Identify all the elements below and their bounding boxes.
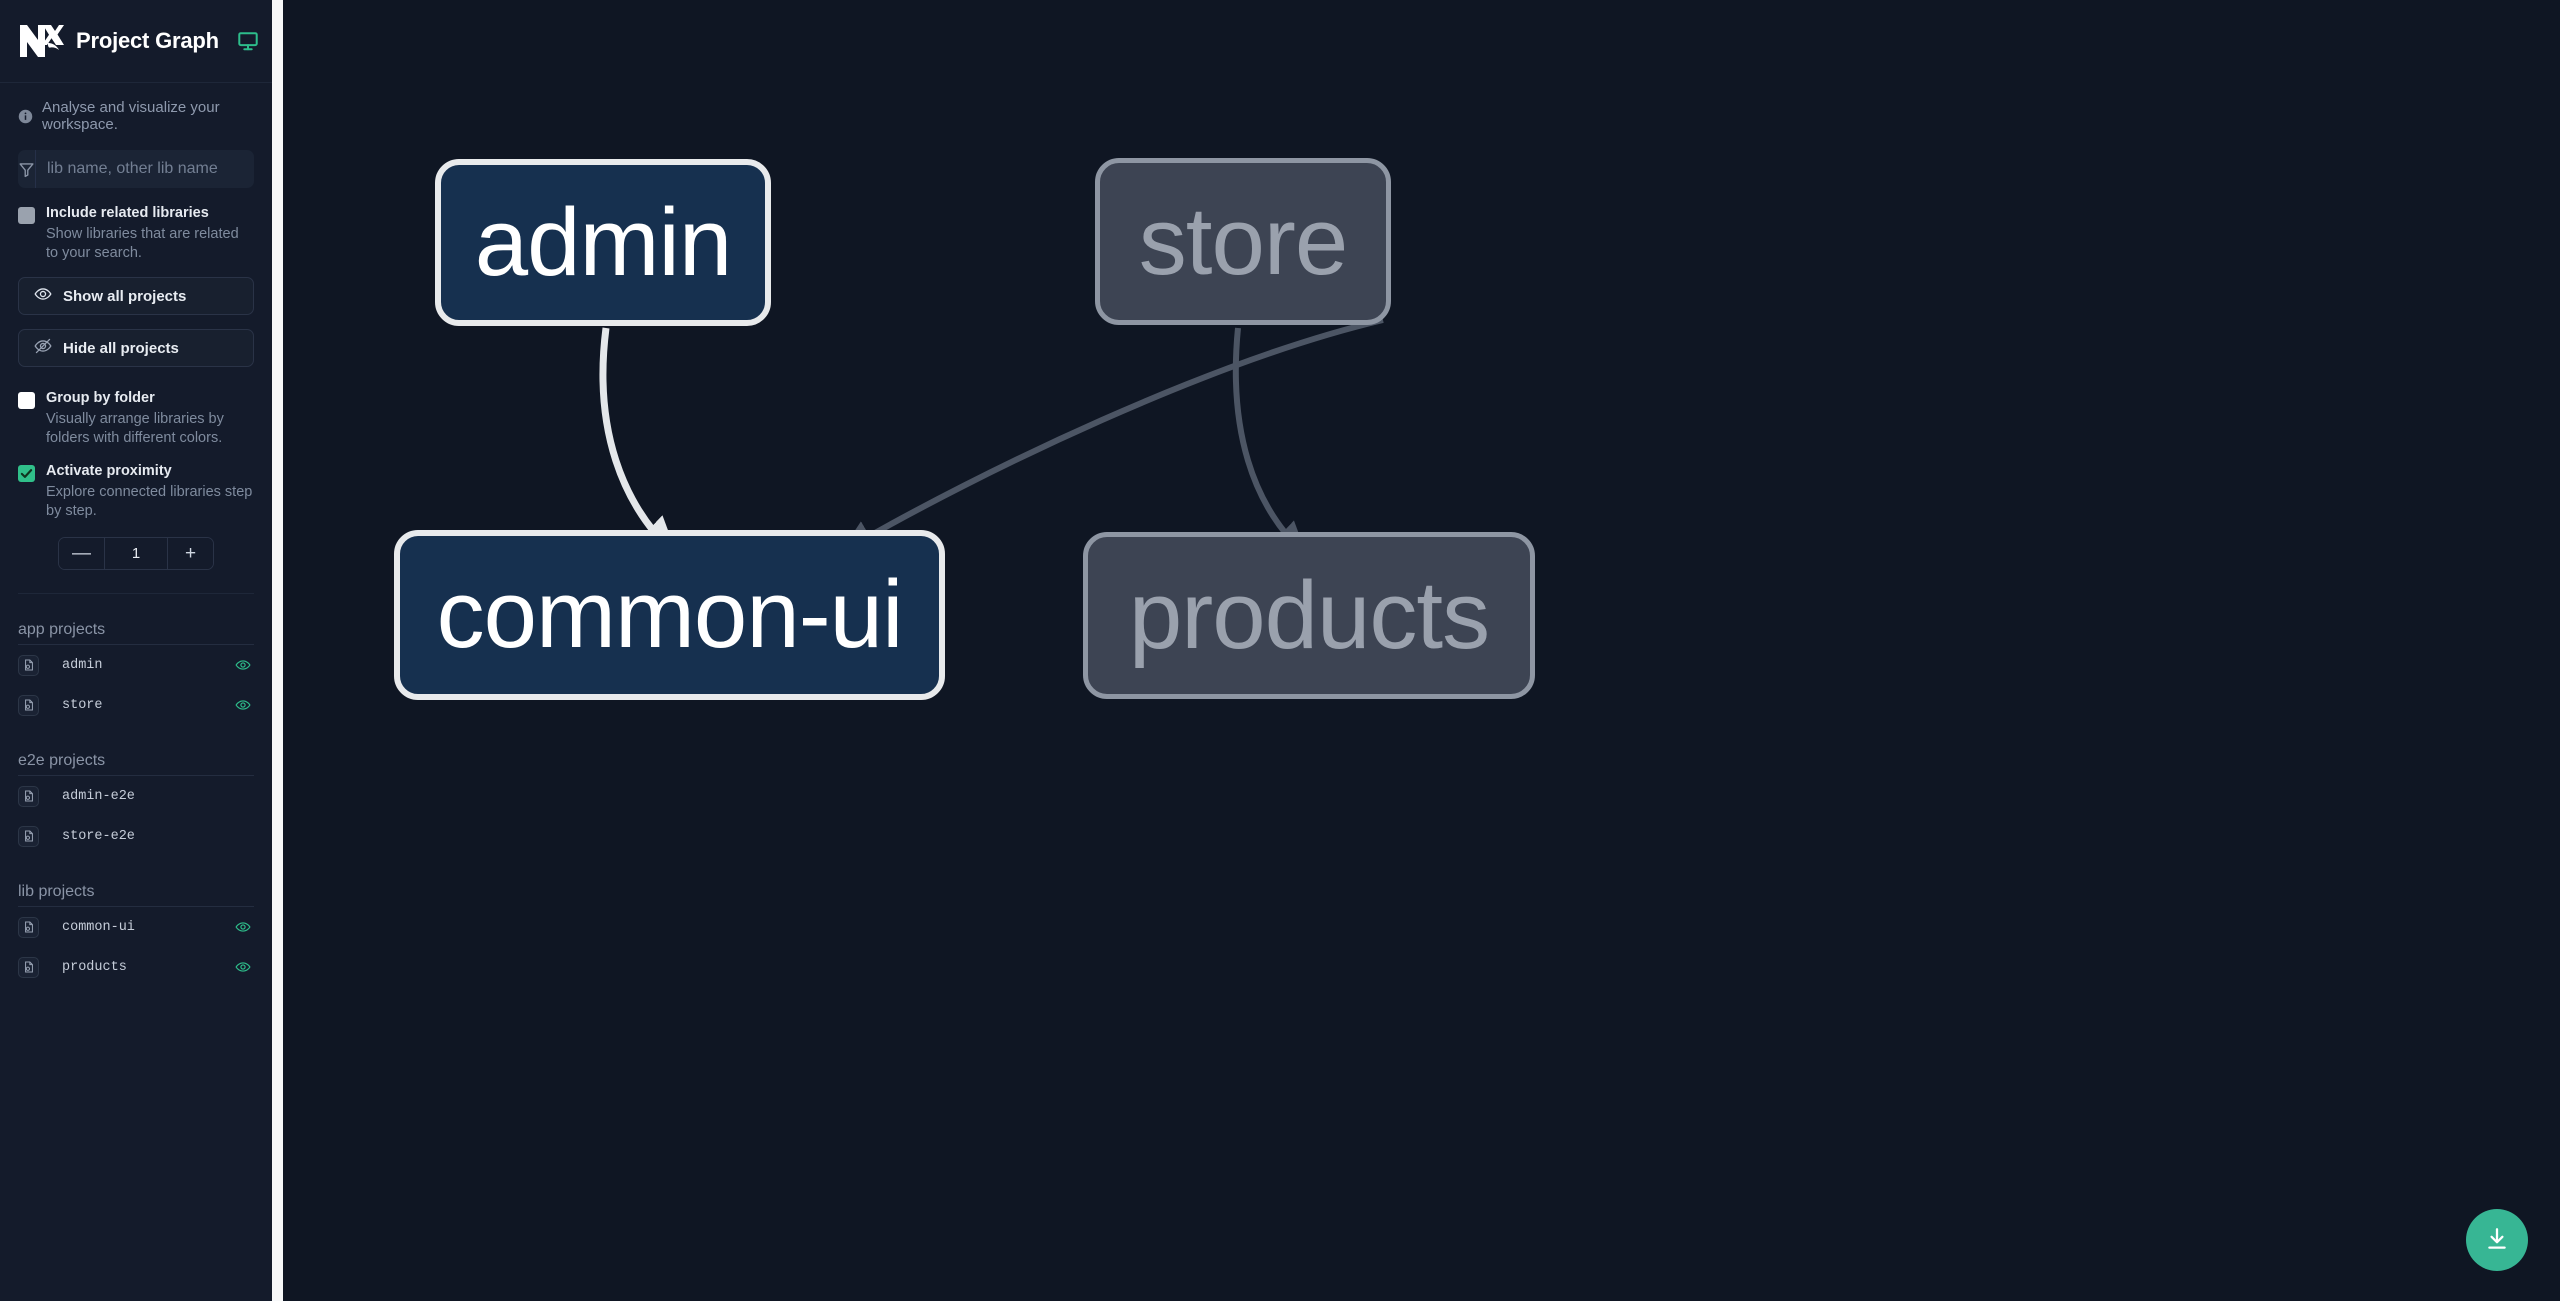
project-name: store-e2e <box>62 828 135 844</box>
option-title: Include related libraries <box>46 205 209 221</box>
project-name: products <box>62 959 127 975</box>
download-icon <box>2484 1226 2510 1255</box>
option-group-by-folder[interactable]: Group by folder Visually arrange librari… <box>18 389 254 448</box>
graph-node-products[interactable]: products <box>1083 532 1535 699</box>
hide-all-projects-label: Hide all projects <box>63 339 179 357</box>
show-all-projects-label: Show all projects <box>63 287 187 305</box>
project-name: store <box>62 697 103 713</box>
project-visibility-eye-icon[interactable] <box>235 657 251 673</box>
project-name: admin <box>62 657 103 673</box>
sidebar-resize-handle[interactable] <box>272 0 283 1301</box>
project-file-icon <box>18 916 39 938</box>
project-visibility-eye-icon[interactable] <box>235 959 251 975</box>
edge-store-to-common-ui <box>840 317 1384 553</box>
project-row-admin[interactable]: admin <box>18 645 254 685</box>
eye-off-icon <box>34 337 52 360</box>
project-file-icon <box>18 654 39 676</box>
download-graph-button[interactable] <box>2466 1209 2528 1271</box>
project-row-products[interactable]: products <box>18 947 254 987</box>
graph-node-admin[interactable]: admin <box>435 159 771 326</box>
eye-icon <box>34 285 52 308</box>
info-icon <box>18 109 33 124</box>
project-row-admin-e2e[interactable]: admin-e2e <box>18 776 254 816</box>
activate-proximity-checkbox[interactable] <box>18 465 35 482</box>
project-name: common-ui <box>62 919 135 935</box>
option-description: Explore connected libraries step by step… <box>46 484 253 519</box>
project-file-icon <box>18 785 39 807</box>
proximity-stepper: — 1 + <box>18 537 254 570</box>
search-input[interactable] <box>36 150 254 188</box>
project-visibility-eye-icon[interactable] <box>235 697 251 713</box>
hide-all-projects-button[interactable]: Hide all projects <box>18 329 254 367</box>
proximity-value: 1 <box>104 538 168 569</box>
option-title: Activate proximity <box>46 463 172 479</box>
sidebar-tagline-text: Analyse and visualize your workspace. <box>42 99 220 133</box>
project-file-icon <box>18 825 39 847</box>
option-include-related-libraries[interactable]: Include related libraries Show libraries… <box>18 204 254 263</box>
filter-row <box>18 150 254 188</box>
sidebar-header: Project Graph <box>0 0 272 83</box>
option-text-block: Group by folder Visually arrange librari… <box>46 389 254 448</box>
option-text-block: Activate proximity Explore connected lib… <box>46 462 254 521</box>
graph-node-label: common-ui <box>436 561 904 668</box>
sidebar-tagline: Analyse and visualize your workspace. <box>0 83 272 133</box>
group-title-e2e-projects: e2e projects <box>18 752 254 776</box>
graph-node-label: store <box>1138 187 1348 295</box>
option-title: Group by folder <box>46 390 155 406</box>
sidebar-divider <box>18 593 254 594</box>
edge-admin-to-common-ui <box>599 327 678 557</box>
option-description: Show libraries that are related to your … <box>46 226 239 261</box>
project-file-icon <box>18 956 39 978</box>
proximity-decrement-button[interactable]: — <box>59 538 104 569</box>
proximity-increment-button[interactable]: + <box>168 538 213 569</box>
project-row-store[interactable]: store <box>18 685 254 725</box>
option-text-block: Include related libraries Show libraries… <box>46 204 254 263</box>
graph-node-label: admin <box>474 188 732 296</box>
proximity-stepper-inner: — 1 + <box>58 537 214 570</box>
funnel-icon <box>18 161 35 178</box>
project-name: admin-e2e <box>62 788 135 804</box>
graph-node-label: products <box>1128 561 1490 669</box>
monitor-icon[interactable] <box>237 30 259 52</box>
graph-canvas[interactable]: admin store common-ui products <box>283 0 2560 1301</box>
project-visibility-eye-icon[interactable] <box>235 919 251 935</box>
project-row-common-ui[interactable]: common-ui <box>18 907 254 947</box>
graph-node-common-ui[interactable]: common-ui <box>394 530 945 700</box>
group-by-folder-checkbox[interactable] <box>18 392 35 409</box>
option-activate-proximity[interactable]: Activate proximity Explore connected lib… <box>18 462 254 521</box>
sidebar: Project Graph Analyse and visualize your… <box>0 0 272 1301</box>
project-row-store-e2e[interactable]: store-e2e <box>18 816 254 856</box>
group-title-lib-projects: lib projects <box>18 883 254 907</box>
show-all-projects-button[interactable]: Show all projects <box>18 277 254 315</box>
option-description: Visually arrange libraries by folders wi… <box>46 411 224 446</box>
project-file-icon <box>18 694 39 716</box>
group-title-app-projects: app projects <box>18 621 254 645</box>
nx-logo-icon <box>18 21 64 61</box>
sidebar-body: Include related libraries Show libraries… <box>0 150 272 987</box>
filter-icon-box <box>18 150 36 188</box>
graph-node-store[interactable]: store <box>1095 158 1391 325</box>
include-related-libraries-checkbox[interactable] <box>18 207 35 224</box>
page-title: Project Graph <box>76 28 219 53</box>
